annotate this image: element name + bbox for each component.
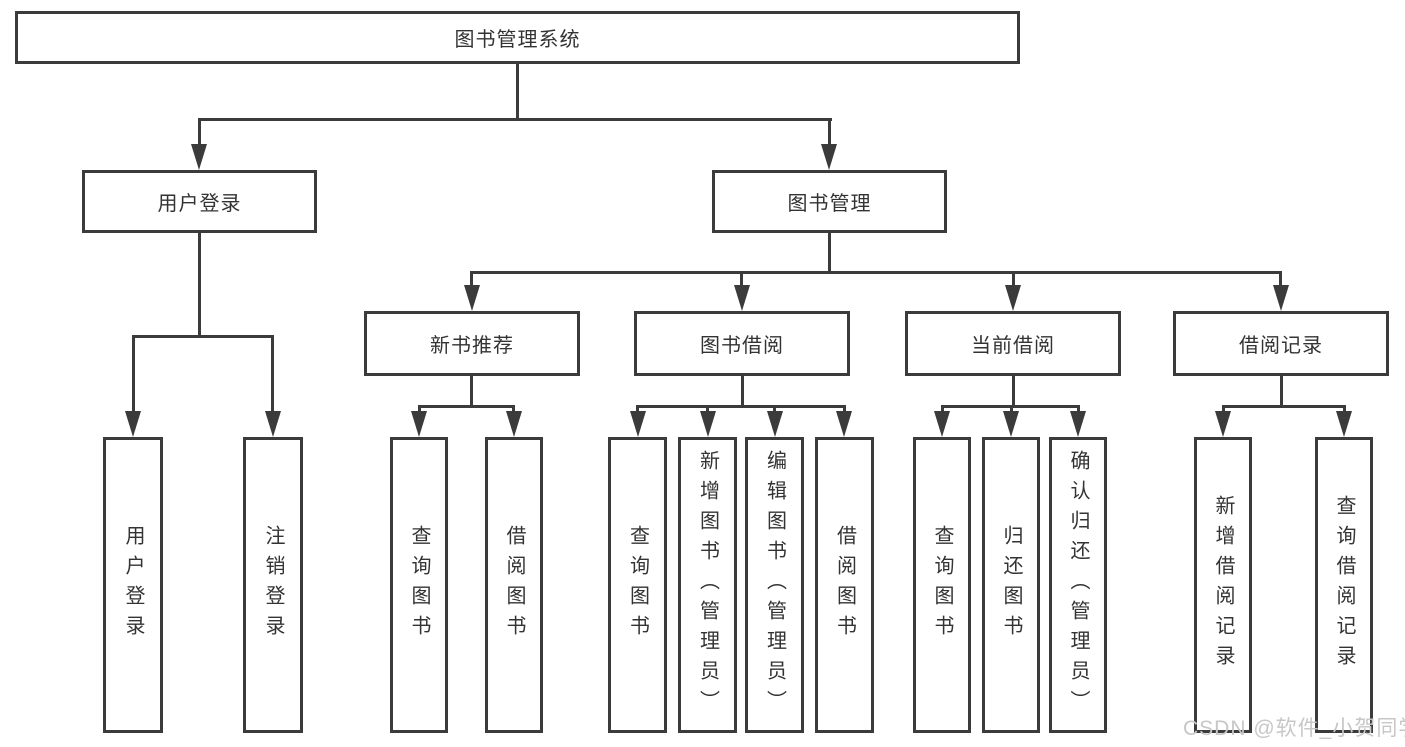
leaf-br-query-record: 查询借阅记录 — [1315, 437, 1373, 733]
arrowhead-bb-leaf1 — [630, 411, 646, 437]
leaf-logout: 注销登录 — [243, 437, 303, 733]
leaf-bb-borrow-book: 借阅图书 — [815, 437, 874, 733]
leaf-bb-borrow-book-label: 借阅图书 — [833, 525, 856, 645]
connector-to-book-mgmt — [828, 118, 831, 148]
arrowhead-current-borrow — [1005, 285, 1021, 311]
csdn-watermark: CSDN @软件_小贺同学 — [1183, 717, 1405, 740]
arrowhead-bb-leaf4 — [836, 411, 852, 437]
connector-to-borrow-record — [1279, 271, 1282, 289]
connector-br-rail — [1222, 405, 1346, 408]
node-user-login-label: 用户登录 — [157, 193, 242, 215]
leaf-nbr-query-book: 查询图书 — [390, 437, 448, 733]
connector-br-leaf1 — [1222, 405, 1225, 413]
connector-root-stem — [516, 64, 519, 118]
connector-cb-leaf2 — [1010, 405, 1013, 413]
arrowhead-leaf-logout — [265, 411, 281, 437]
arrowhead-user-login — [191, 144, 207, 170]
leaf-logout-label: 注销登录 — [262, 525, 284, 645]
leaf-cb-confirm-return-admin-label: 确认归还（管理员） — [1067, 450, 1089, 720]
node-book-borrow: 图书借阅 — [634, 311, 850, 376]
connector-bb-rail — [636, 405, 846, 408]
arrowhead-cb-leaf1 — [934, 411, 950, 437]
connector-br-stem — [1280, 376, 1283, 407]
arrowhead-new-book — [464, 285, 480, 311]
connector-cb-leaf3 — [1077, 405, 1080, 413]
connector-br-leaf2 — [1343, 405, 1346, 413]
connector-bb-leaf1 — [636, 405, 639, 413]
connector-to-user-login — [198, 118, 201, 148]
connector-user-login-rail — [132, 335, 274, 338]
connector-nbr-stem — [470, 376, 473, 407]
arrowhead-br-leaf1 — [1215, 411, 1231, 437]
arrowhead-cb-leaf2 — [1003, 411, 1019, 437]
node-root-label: 图书管理系统 — [454, 29, 581, 51]
node-new-book-recommend: 新书推荐 — [364, 311, 580, 376]
node-borrow-record-label: 借阅记录 — [1239, 335, 1323, 357]
arrowhead-leaf-login — [125, 411, 141, 437]
leaf-nbr-borrow-book: 借阅图书 — [485, 437, 543, 733]
arrowhead-book-borrow — [734, 285, 750, 311]
connector-to-leaf-login — [132, 335, 135, 413]
leaf-bb-query-book-label: 查询图书 — [626, 525, 649, 645]
leaf-nbr-borrow-book-label: 借阅图书 — [503, 525, 525, 645]
leaf-bb-edit-book-admin-label: 编辑图书（管理员） — [763, 450, 786, 720]
leaf-cb-confirm-return-admin: 确认归还（管理员） — [1049, 437, 1107, 733]
node-book-management-label: 图书管理 — [787, 193, 872, 215]
node-current-borrow: 当前借阅 — [905, 311, 1121, 376]
leaf-cb-query-book: 查询图书 — [913, 437, 971, 733]
leaf-br-add-record: 新增借阅记录 — [1194, 437, 1252, 733]
node-new-book-recommend-label: 新书推荐 — [430, 335, 514, 357]
node-borrow-record: 借阅记录 — [1173, 311, 1389, 376]
arrowhead-borrow-record — [1273, 285, 1289, 311]
leaf-cb-return-book-label: 归还图书 — [1000, 525, 1022, 645]
arrowhead-cb-leaf3 — [1070, 411, 1086, 437]
connector-bb-leaf4 — [843, 405, 846, 413]
leaf-bb-edit-book-admin: 编辑图书（管理员） — [745, 437, 804, 733]
node-current-borrow-label: 当前借阅 — [971, 335, 1055, 357]
connector-to-leaf-logout — [271, 335, 274, 413]
leaf-nbr-query-book-label: 查询图书 — [408, 525, 430, 645]
leaf-user-login: 用户登录 — [103, 437, 163, 733]
leaf-br-query-record-label: 查询借阅记录 — [1333, 495, 1355, 675]
connector-book-mgmt-stem — [828, 233, 831, 273]
connector-nbr-leaf2 — [512, 405, 515, 413]
leaf-bb-add-book-admin: 新增图书（管理员） — [678, 437, 737, 733]
connector-cb-stem — [1012, 376, 1015, 407]
node-user-login: 用户登录 — [82, 170, 317, 233]
arrowhead-bb-leaf3 — [767, 411, 783, 437]
connector-bb-leaf3 — [773, 405, 776, 413]
connector-to-book-borrow — [740, 271, 743, 289]
arrowhead-book-mgmt — [821, 144, 837, 170]
node-root: 图书管理系统 — [15, 11, 1020, 64]
connector-nbr-rail — [418, 405, 515, 408]
arrowhead-bb-leaf2 — [700, 411, 716, 437]
leaf-bb-query-book: 查询图书 — [608, 437, 667, 733]
connector-root-rail — [198, 118, 832, 121]
leaf-user-login-label: 用户登录 — [122, 525, 144, 645]
leaf-cb-return-book: 归还图书 — [982, 437, 1040, 733]
connector-to-new-book — [470, 271, 473, 289]
leaf-cb-query-book-label: 查询图书 — [931, 525, 953, 645]
node-book-management: 图书管理 — [712, 170, 947, 233]
arrowhead-nbr-leaf2 — [506, 411, 522, 437]
connector-user-login-stem — [198, 233, 201, 337]
connector-book-mgmt-rail — [471, 271, 1282, 274]
connector-nbr-leaf1 — [418, 405, 421, 413]
leaf-br-add-record-label: 新增借阅记录 — [1212, 495, 1234, 675]
leaf-bb-add-book-admin-label: 新增图书（管理员） — [696, 450, 719, 720]
arrowhead-br-leaf2 — [1336, 411, 1352, 437]
connector-cb-leaf1 — [941, 405, 944, 413]
connector-bb-leaf2 — [706, 405, 709, 413]
connector-bb-stem — [741, 376, 744, 407]
connector-to-current-borrow — [1012, 271, 1015, 289]
arrowhead-nbr-leaf1 — [411, 411, 427, 437]
node-book-borrow-label: 图书借阅 — [700, 335, 784, 357]
